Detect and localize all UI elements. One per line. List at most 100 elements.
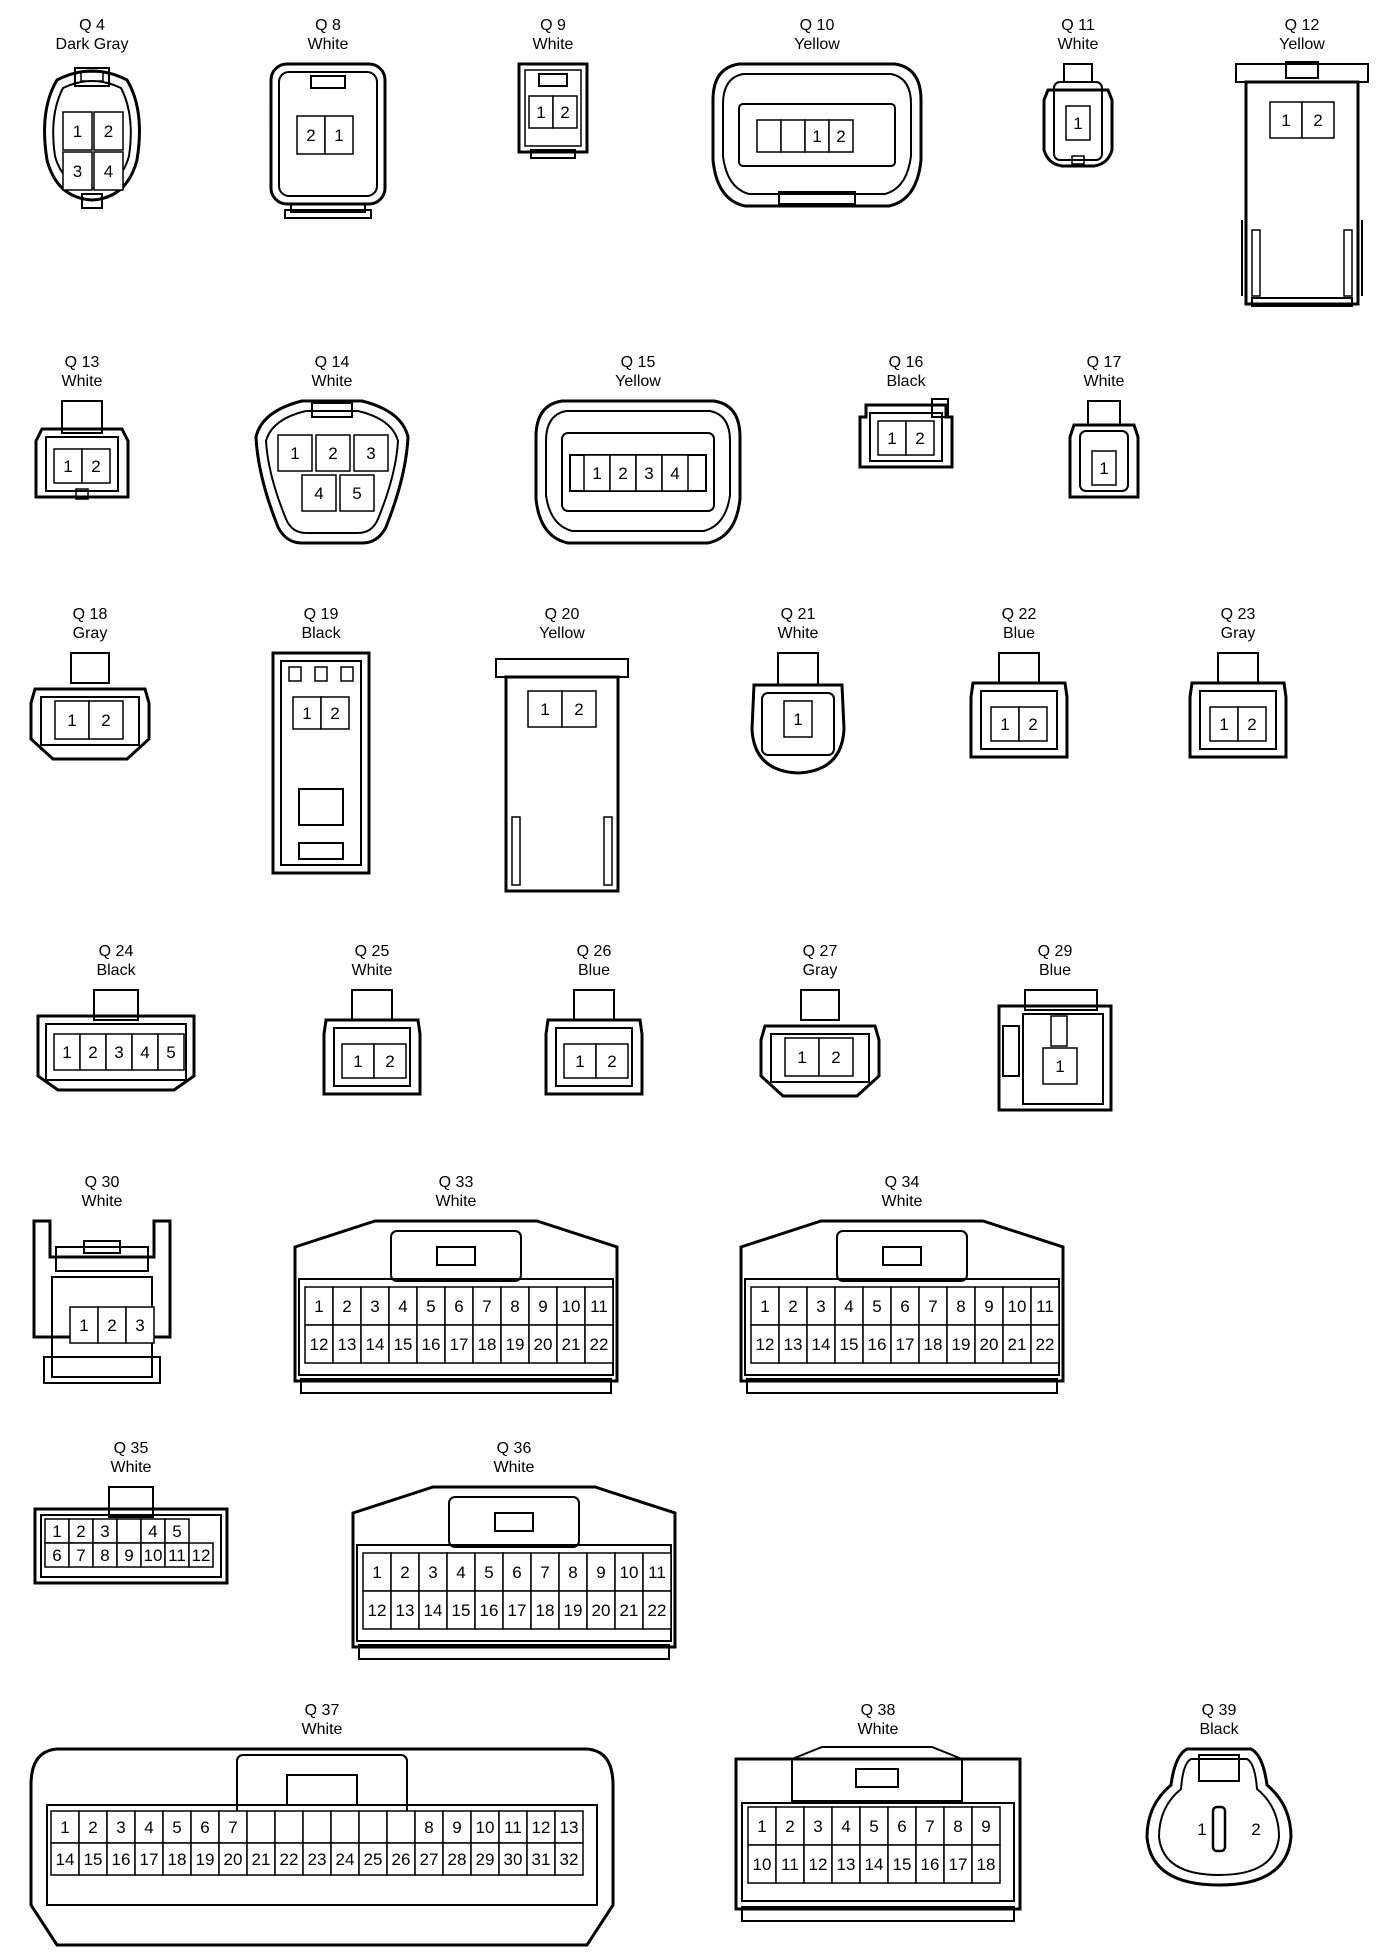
pin-number: 7 (76, 1546, 85, 1565)
pin-number: 1 (63, 457, 72, 476)
pin-number: 18 (536, 1601, 555, 1620)
pin-number: 20 (980, 1335, 999, 1354)
pin-cell: 19 (190, 1842, 220, 1876)
pin-number: 11 (781, 1855, 799, 1874)
pin-cell: 12 (750, 1324, 780, 1364)
pin-number: 29 (476, 1850, 495, 1869)
pin-number: 2 (342, 1297, 351, 1316)
pin-cell: 2 (81, 448, 111, 484)
pin-cell: 3 (803, 1806, 833, 1846)
connector-color: White (301, 1721, 343, 1738)
pin-cell: 16 (915, 1844, 945, 1884)
pin-cell: 4 (661, 454, 689, 492)
pin-cell: 18 (162, 1842, 192, 1876)
pin-number: 1 (812, 127, 821, 146)
pin-cell: 21 (246, 1842, 276, 1876)
pin-cell: 22 (584, 1324, 614, 1364)
pin-cell: 13 (778, 1324, 808, 1364)
pin-cell: 2 (68, 1518, 94, 1544)
pin-number: 13 (837, 1855, 856, 1874)
connector-color: Black (301, 625, 341, 642)
pin-cell: 4 (301, 474, 337, 512)
connector-id: Q 13 (64, 354, 100, 371)
pin-number: 1 (540, 700, 549, 719)
pin-cell: 1 (747, 1806, 777, 1846)
connector-color: Gray (72, 625, 108, 642)
pin-number: 1 (334, 126, 343, 145)
pin-number: 4 (104, 162, 113, 181)
pin-number: 9 (596, 1563, 605, 1582)
connector-color: White (493, 1459, 535, 1476)
connector-color: Blue (1002, 625, 1036, 642)
pin-number: 7 (928, 1297, 937, 1316)
connector-id: Q 38 (860, 1702, 896, 1719)
pin-number: 2 (836, 127, 845, 146)
pin-number: 27 (420, 1850, 439, 1869)
pin-cell: 23 (302, 1842, 332, 1876)
pin-number: 1 (290, 444, 299, 463)
pin-number: 1 (760, 1297, 769, 1316)
pin-cell: 3 (62, 151, 93, 191)
pin-number: 10 (144, 1546, 163, 1565)
pin-cell: 5 (862, 1286, 892, 1326)
pin-cell: 27 (414, 1842, 444, 1876)
pin-number: 2 (1313, 111, 1322, 130)
pin-cell: 18 (472, 1324, 502, 1364)
pin-cell: 15 (78, 1842, 108, 1876)
connector-drawing: 1 (1042, 63, 1114, 168)
pin-cell: 3 (353, 434, 389, 472)
pin-number: 4 (844, 1297, 853, 1316)
pin-number: 3 (135, 1316, 144, 1335)
pin-cell: 6 (44, 1542, 70, 1568)
pin-number: 3 (100, 1522, 109, 1541)
pin-number: 15 (893, 1855, 912, 1874)
pin-number: 5 (166, 1043, 175, 1062)
pin-cell: 1 (324, 115, 354, 155)
pin-number: 6 (897, 1817, 906, 1836)
pin-number: 26 (392, 1850, 411, 1869)
pin-number: 4 (398, 1297, 407, 1316)
pin-number: 5 (484, 1563, 493, 1582)
connector-id: Q 27 (802, 943, 838, 960)
pin-number: 1 (79, 1316, 88, 1335)
pin-cell: 18 (918, 1324, 948, 1364)
pin-number: 1 (302, 704, 311, 723)
pin-number: 16 (921, 1855, 940, 1874)
pin-cell: 4 (140, 1518, 166, 1544)
connector-color: White (857, 1721, 899, 1738)
connector-color: Yellow (794, 36, 840, 53)
pin-number: 6 (52, 1546, 61, 1565)
pin-number: 12 (532, 1818, 551, 1837)
pin-number: 1 (1219, 715, 1228, 734)
pin-number: 5 (352, 484, 361, 503)
pin-number: 21 (1008, 1335, 1027, 1354)
pin-cell: 19 (500, 1324, 530, 1364)
pin-cell: 10 (470, 1810, 500, 1844)
pin-number: 18 (168, 1850, 187, 1869)
pin-number: 15 (84, 1850, 103, 1869)
pin-cell: 12 (526, 1810, 556, 1844)
pin-cell: 32 (554, 1842, 584, 1876)
pin-cell: 11 (775, 1844, 805, 1884)
pin-cell: 11 (498, 1810, 528, 1844)
pin-cell: 1 (1269, 101, 1303, 139)
pin-number: 20 (224, 1850, 243, 1869)
pin-number: 11 (590, 1297, 608, 1316)
pin-cell: 7 (68, 1542, 94, 1568)
pin-number: 8 (956, 1297, 965, 1316)
pin-number: 2 (385, 1052, 394, 1071)
pin-cell: 20 (528, 1324, 558, 1364)
